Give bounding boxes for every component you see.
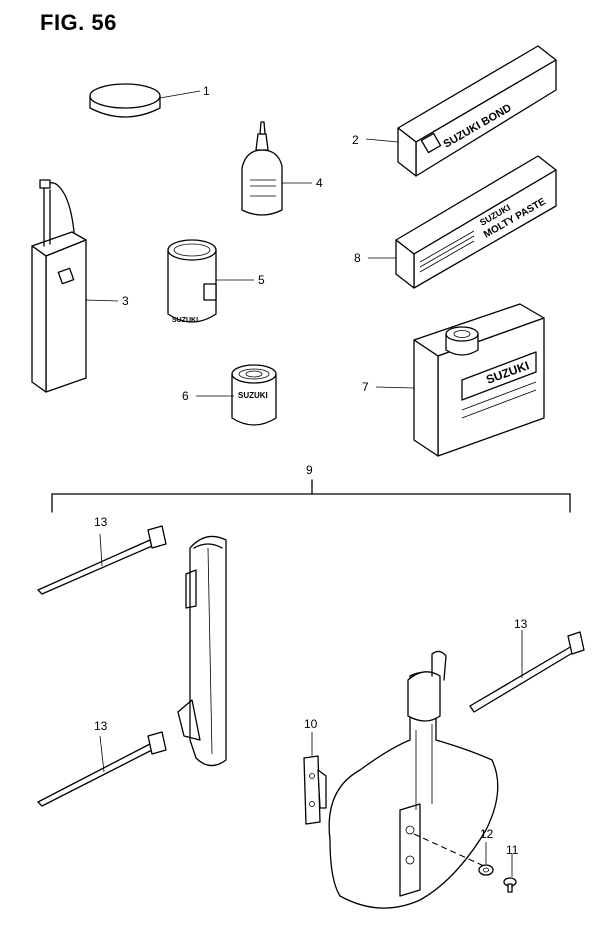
callout-6: 6: [182, 389, 189, 403]
callout-1: 1: [203, 84, 210, 98]
callout-11: 11: [506, 843, 519, 857]
callout-13a: 13: [94, 515, 108, 529]
part-6-tin: SUZUKI: [196, 364, 277, 426]
callout-5: 5: [258, 273, 265, 287]
part-4-oil-bottle: [241, 121, 312, 216]
part-13-rod-upper: [37, 525, 167, 595]
part-8-molty-paste-box: SUZUKI MOLTY PASTE: [368, 155, 557, 289]
callout-7: 7: [362, 380, 369, 394]
part-12-washer: [478, 842, 494, 876]
tin-label: SUZUKI: [238, 391, 268, 400]
callout-13c: 13: [514, 617, 528, 631]
part-13-rod-right: [469, 630, 585, 713]
callout-10: 10: [304, 717, 318, 731]
callout-9: 9: [306, 463, 313, 477]
part-13-rod-lower: [37, 731, 167, 807]
figure-title: FIG. 56: [40, 10, 117, 35]
callout-8: 8: [354, 251, 361, 265]
part-5-jar: SUZUKI: [167, 239, 254, 324]
tool-case: [328, 650, 499, 909]
part-1-cap: [89, 83, 201, 118]
alignment-dashed-line: [413, 833, 485, 867]
callout-12: 12: [480, 827, 494, 841]
callout-13b: 13: [94, 719, 108, 733]
part-11-bolt: [503, 854, 517, 893]
group-9-bracket: [51, 479, 571, 513]
callout-4: 4: [316, 176, 323, 190]
tool-holder-tube: [177, 535, 227, 767]
part-7-suzuki-can: SUZUKI: [375, 303, 545, 457]
part-3-oil-can: [31, 179, 119, 393]
part-2-bond-box: SUZUKI BOND: [365, 45, 557, 177]
callout-3: 3: [122, 294, 129, 308]
callout-2: 2: [352, 133, 359, 147]
part-10-bracket: [303, 732, 327, 825]
jar-label: SUZUKI: [172, 317, 198, 324]
